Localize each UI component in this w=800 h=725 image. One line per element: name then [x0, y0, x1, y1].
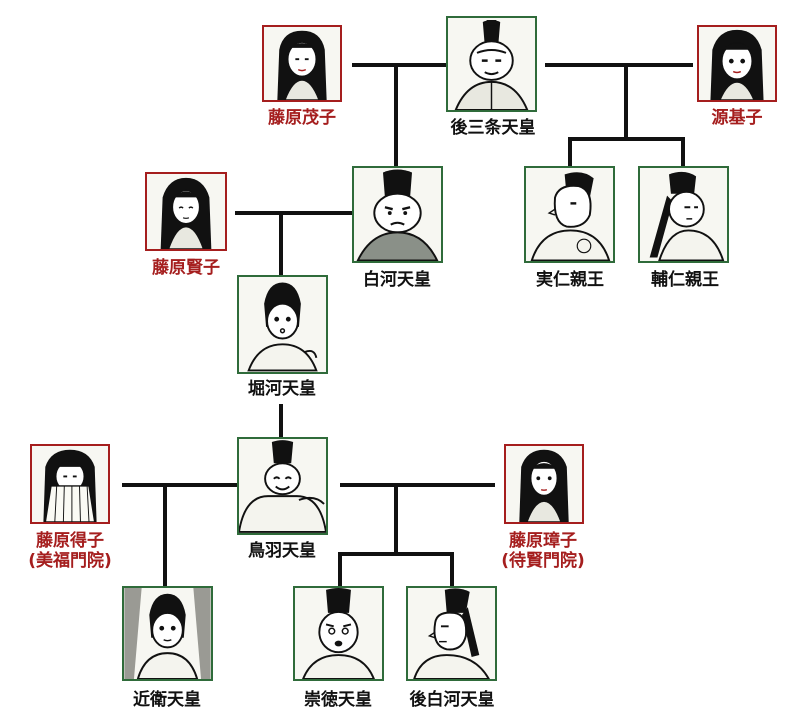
name-shirakawa: 白河天皇: [363, 270, 431, 290]
descent-line: [624, 63, 628, 140]
name-fujiwara-nariko: 藤原得子 (美福門院): [16, 531, 124, 571]
emperor-portrait-icon: [247, 282, 318, 372]
name-fujiwara-tamako-main: 藤原璋子: [509, 531, 577, 551]
consort-portrait-icon: [43, 449, 97, 522]
consort-portrait-icon: [160, 177, 212, 249]
portrait-horikawa: [237, 275, 328, 374]
descent-line: [450, 552, 454, 586]
descent-line: [279, 211, 283, 277]
descent-line: [568, 137, 572, 167]
name-horikawa: 堀河天皇: [248, 379, 316, 399]
name-fujiwara-shigeko: 藤原茂子: [268, 108, 336, 128]
prince-portrait-icon: [530, 172, 611, 261]
name-go-shirakawa: 後白河天皇: [409, 690, 495, 710]
emperor-portrait-icon: [413, 588, 490, 679]
consort-portrait-icon: [519, 449, 569, 522]
emperor-portrait-icon: [302, 588, 375, 679]
portrait-toba: [237, 437, 328, 535]
portrait-fujiwara-kenshi: [145, 172, 227, 251]
consort-portrait-icon: [710, 29, 764, 100]
descent-line: [279, 404, 283, 438]
marriage-line: [122, 483, 237, 487]
descent-line: [163, 483, 167, 587]
name-minamoto-motoko: 源基子: [711, 108, 763, 128]
portrait-go-sanjo: [446, 16, 537, 112]
name-toba: 鳥羽天皇: [248, 541, 316, 561]
name-sutoku: 崇徳天皇: [304, 690, 372, 710]
emperor-portrait-icon: [124, 588, 211, 679]
portrait-sukehito: [638, 166, 729, 263]
name-fujiwara-tamako-title: (待賢門院): [501, 551, 585, 571]
descent-line: [681, 137, 685, 167]
portrait-fujiwara-nariko: [30, 444, 110, 524]
name-go-sanjo: 後三条天皇: [450, 118, 536, 138]
portrait-sutoku: [293, 586, 384, 681]
descent-line: [394, 63, 398, 167]
emperor-portrait-icon: [239, 440, 326, 533]
marriage-line: [235, 211, 352, 215]
portrait-shirakawa: [352, 166, 443, 263]
prince-portrait-icon: [649, 171, 725, 261]
portrait-minamoto-motoko: [697, 25, 777, 102]
name-fujiwara-nariko-title: (美福門院): [28, 551, 112, 571]
portrait-konoe: [122, 586, 213, 681]
name-sukehito: 輔仁親王: [651, 270, 719, 290]
name-fujiwara-tamako: 藤原璋子 (待賢門院): [489, 531, 597, 571]
portrait-go-shirakawa: [406, 586, 497, 681]
descent-line: [394, 483, 398, 555]
portrait-fujiwara-shigeko: [262, 25, 342, 102]
name-sanehito: 実仁親王: [536, 270, 604, 290]
descent-line: [338, 552, 342, 586]
consort-portrait-icon: [277, 30, 327, 100]
portrait-fujiwara-tamako: [504, 444, 584, 524]
marriage-line: [340, 483, 495, 487]
marriage-line: [545, 63, 693, 67]
marriage-line: [352, 63, 446, 67]
name-fujiwara-nariko-main: 藤原得子: [36, 531, 104, 551]
emperor-portrait-icon: [454, 20, 529, 110]
name-fujiwara-kenshi: 藤原賢子: [152, 258, 220, 278]
sibling-line: [338, 552, 454, 556]
portrait-sanehito: [524, 166, 615, 263]
name-konoe: 近衛天皇: [133, 690, 201, 710]
emperor-portrait-icon: [356, 169, 439, 261]
sibling-line: [568, 137, 685, 141]
